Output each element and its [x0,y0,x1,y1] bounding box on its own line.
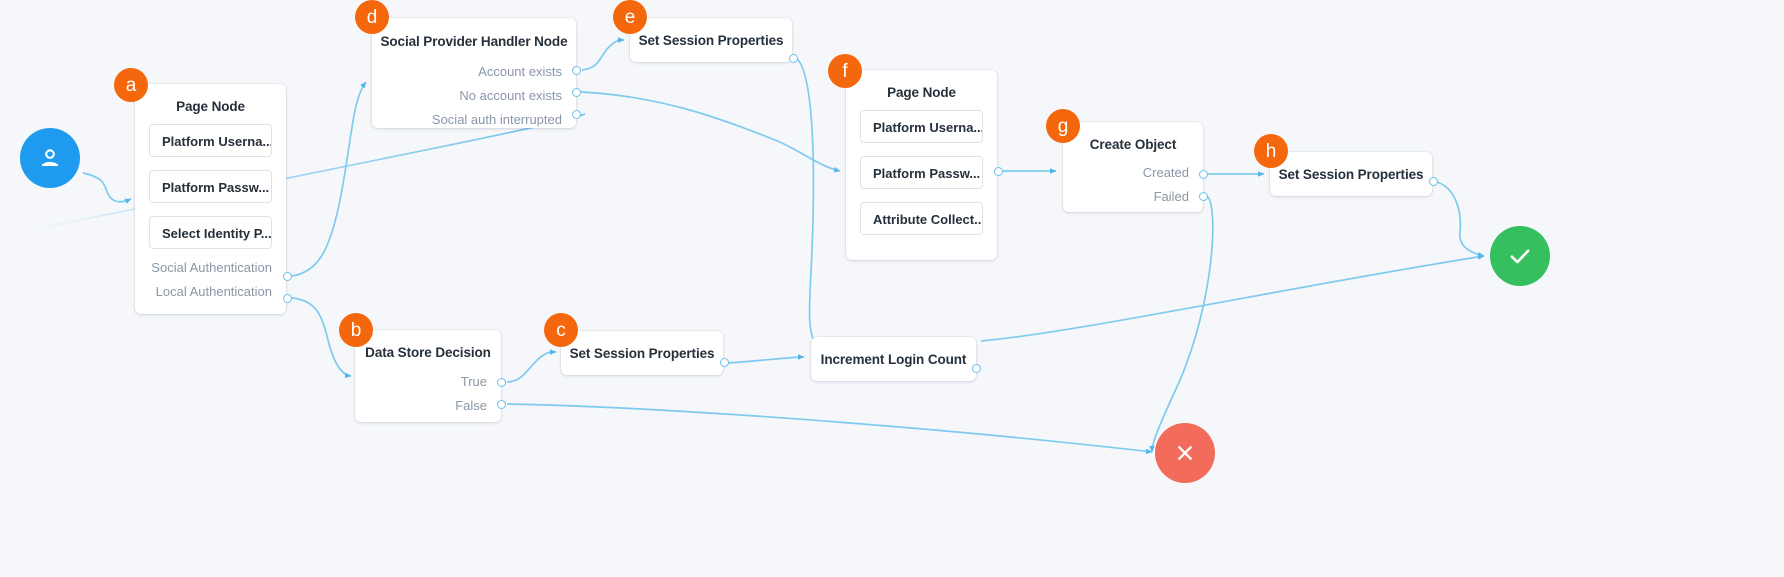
node-title: Create Object [1089,137,1177,152]
port-a-social-authentication[interactable] [283,272,292,281]
outcome-created: Created [1142,165,1189,180]
node-page-node-f[interactable]: Page Node Platform Userna... Platform Pa… [846,70,997,260]
outcome-account-exists: Account exists [478,64,562,79]
badge-h: h [1254,134,1288,168]
outcome-social-auth-interrupted: Social auth interrupted [431,112,562,127]
edge-g-failed-to-failure [1149,196,1214,453]
node-title: Page Node [887,85,956,100]
field-platform-username[interactable]: Platform Userna... [860,110,983,143]
port-f-out[interactable] [994,167,1003,176]
port-a-local-authentication[interactable] [283,294,292,303]
field-select-identity-provider[interactable]: Select Identity P... [149,216,272,249]
node-create-object[interactable]: Create Object Created Failed [1063,122,1203,212]
node-title: Data Store Decision [365,345,491,360]
badge-f: f [828,54,862,88]
port-h-out[interactable] [1429,177,1438,186]
edge-d-noaccount-to-f [580,91,841,173]
node-title: Page Node [176,99,245,114]
node-title: Social Provider Handler Node [380,34,568,49]
node-title: Increment Login Count [820,352,967,367]
node-set-session-properties-h[interactable]: Set Session Properties [1270,152,1432,196]
edge-increment-to-success [980,254,1485,342]
node-title: Set Session Properties [569,346,715,361]
port-d-no-account-exists[interactable] [572,88,581,97]
edge-c-to-increment [726,354,805,364]
close-icon [1173,441,1197,465]
node-title: Set Session Properties [638,33,784,48]
badge-a: a [114,68,148,102]
edge-d-account-to-e [581,37,625,71]
port-d-social-auth-interrupted[interactable] [572,110,581,119]
node-increment-login-count[interactable]: Increment Login Count [811,337,976,381]
badge-c: c [544,313,578,347]
port-c-out[interactable] [720,358,729,367]
edge-b-false-to-failure [506,403,1153,455]
badge-d: d [355,0,389,34]
outcome-local-authentication: Local Authentication [155,284,272,299]
edge-start-to-a [82,172,132,204]
port-b-false[interactable] [497,400,506,409]
user-icon [37,145,63,171]
port-e-out[interactable] [789,54,798,63]
edge-a-social-to-d [291,81,367,277]
outcome-true: True [460,374,487,389]
edge-b-true-to-c [506,349,557,383]
start-node[interactable] [20,128,80,188]
port-increment-out[interactable] [972,364,981,373]
edge-d-interrupted [39,113,586,229]
node-title: Set Session Properties [1278,167,1424,182]
failure-node[interactable] [1155,423,1215,483]
outcome-false: False [455,398,487,413]
badge-g: g [1046,109,1080,143]
node-set-session-properties-e[interactable]: Set Session Properties [630,18,792,62]
port-d-account-exists[interactable] [572,66,581,75]
edge-e-to-increment [795,57,817,346]
edge-h-to-success [1436,181,1485,258]
field-platform-password[interactable]: Platform Passw... [149,170,272,203]
badge-e: e [613,0,647,34]
node-set-session-properties-c[interactable]: Set Session Properties [561,331,723,375]
port-g-failed[interactable] [1199,192,1208,201]
port-g-created[interactable] [1199,170,1208,179]
outcome-social-authentication: Social Authentication [151,260,272,275]
outcome-no-account-exists: No account exists [459,88,562,103]
success-node[interactable] [1490,226,1550,286]
outcome-failed: Failed [1153,189,1189,204]
node-page-node-a[interactable]: Page Node Platform Userna... Platform Pa… [135,84,286,314]
check-icon [1507,243,1533,269]
field-attribute-collector[interactable]: Attribute Collect... [860,202,983,235]
badge-b: b [339,313,373,347]
port-b-true[interactable] [497,378,506,387]
node-social-provider-handler[interactable]: Social Provider Handler Node Account exi… [372,18,576,128]
field-platform-username[interactable]: Platform Userna... [149,124,272,157]
field-platform-password[interactable]: Platform Passw... [860,156,983,189]
node-data-store-decision[interactable]: Data Store Decision True False [355,330,501,422]
